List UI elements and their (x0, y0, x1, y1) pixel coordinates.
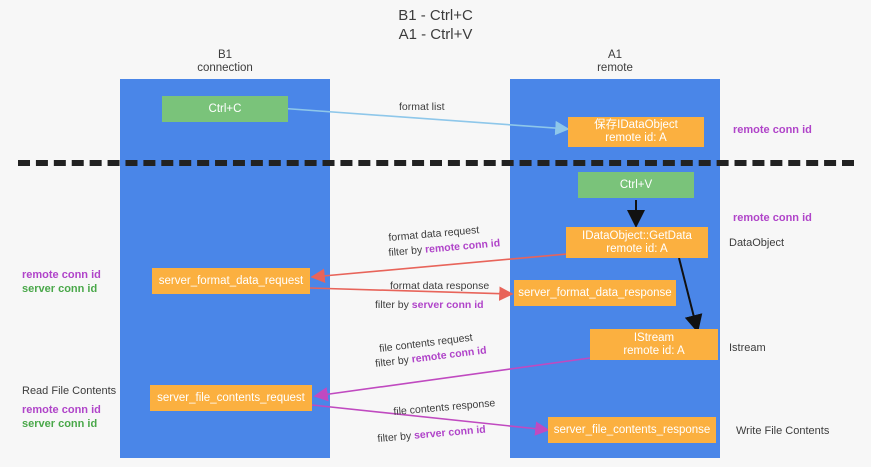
note-left-server-conn-id-mid: server conn id (22, 283, 98, 295)
note-right-dataobject: DataObject (729, 237, 785, 249)
box-server-format-data-response[interactable]: server_format_data_response (514, 280, 676, 306)
filter-key-server-conn-id: server conn id (411, 299, 484, 311)
column-header-b1: B1 connection (197, 49, 253, 74)
box-server-format-data-request[interactable]: server_format_data_request (152, 268, 310, 294)
label-file-contents-response: file contents response (392, 397, 496, 418)
note-right-write-file-contents: Write File Contents (736, 425, 830, 437)
note-left-read-file-contents: Read File Contents (22, 385, 117, 397)
box-getdata[interactable]: IDataObject::GetData remote id: A (566, 227, 708, 258)
note-right-remote-conn-id-top: remote conn id (733, 124, 812, 136)
box-save-idataobject[interactable]: 保存IDataObject remote id: A (568, 117, 704, 147)
label-file-contents-response-filter: filter by server conn id (377, 424, 486, 445)
label-format-data-response: format data response (390, 280, 490, 292)
note-left-remote-conn-id-bottom: remote conn id (22, 404, 101, 416)
divider-dashed (18, 160, 854, 166)
filter-prefix: filter by (376, 429, 415, 445)
filter-prefix: filter by (387, 243, 426, 259)
note-right-istream: Istream (729, 342, 766, 354)
label-format-list: format list (399, 101, 445, 113)
filter-prefix: filter by (375, 299, 412, 311)
label-format-data-response-filter: filter by server conn id (375, 299, 484, 311)
note-right-remote-conn-id-mid: remote conn id (733, 212, 812, 224)
box-server-file-contents-request[interactable]: server_file_contents_request (150, 385, 312, 411)
box-ctrl-c[interactable]: Ctrl+C (162, 96, 288, 122)
box-ctrl-v[interactable]: Ctrl+V (578, 172, 694, 198)
column-header-a1: A1 remote (597, 49, 633, 74)
box-istream[interactable]: IStream remote id: A (590, 329, 718, 360)
filter-key-remote-conn-id: remote conn id (424, 237, 501, 256)
page-title: B1 - Ctrl+C A1 - Ctrl+V (398, 7, 473, 43)
filter-prefix: filter by (374, 353, 413, 370)
filter-key-server-conn-id: server conn id (413, 423, 487, 442)
note-left-server-conn-id-bottom: server conn id (22, 418, 98, 430)
note-left-remote-conn-id-mid: remote conn id (22, 269, 101, 281)
box-server-file-contents-response[interactable]: server_file_contents_response (548, 417, 716, 443)
